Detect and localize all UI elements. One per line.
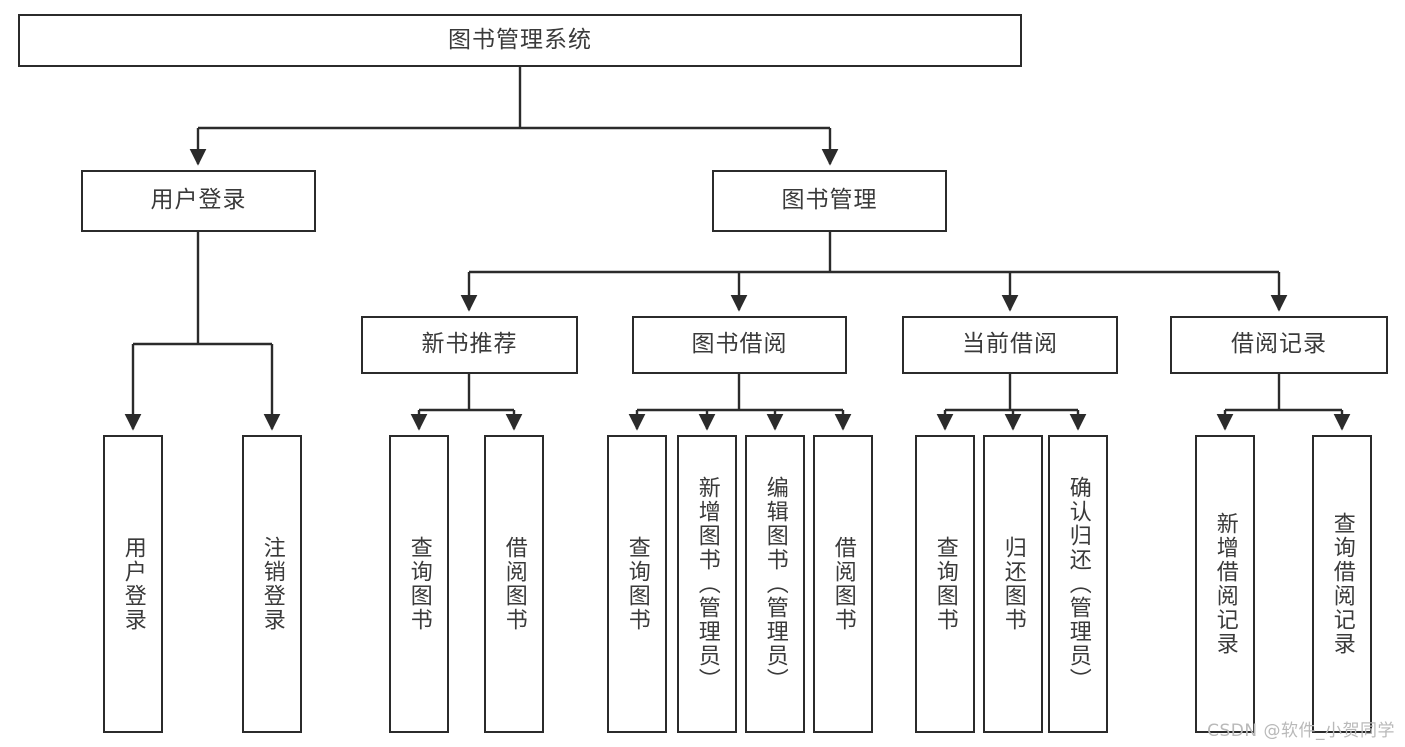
leaf-label: 归还图书: [1000, 536, 1026, 632]
node-new-book-recommend-label: 新书推荐: [421, 331, 518, 358]
leaf-add-book-admin[interactable]: 新增图书（管理员）: [677, 435, 737, 733]
leaf-label: 查询图书: [932, 536, 958, 632]
leaf-query-borrow-record[interactable]: 查询借阅记录: [1312, 435, 1372, 733]
leaf-label: 借阅图书: [830, 536, 856, 632]
leaf-borrow-book-new[interactable]: 借阅图书: [484, 435, 544, 733]
node-book-management[interactable]: 图书管理: [712, 170, 947, 232]
leaf-label: 新增图书（管理员）: [694, 476, 720, 692]
leaf-label: 新增借阅记录: [1212, 512, 1238, 656]
leaf-label: 编辑图书（管理员）: [762, 476, 788, 692]
leaf-edit-book-admin[interactable]: 编辑图书（管理员）: [745, 435, 805, 733]
leaf-label: 借阅图书: [501, 536, 527, 632]
leaf-label: 查询图书: [624, 536, 650, 632]
leaf-label: 用户登录: [120, 536, 146, 632]
leaf-user-login[interactable]: 用户登录: [103, 435, 163, 733]
leaf-add-borrow-record[interactable]: 新增借阅记录: [1195, 435, 1255, 733]
node-user-login[interactable]: 用户登录: [81, 170, 316, 232]
leaf-confirm-return-admin[interactable]: 确认归还（管理员）: [1048, 435, 1108, 733]
leaf-return-book[interactable]: 归还图书: [983, 435, 1043, 733]
node-current-borrow[interactable]: 当前借阅: [902, 316, 1118, 374]
node-borrow-record[interactable]: 借阅记录: [1170, 316, 1388, 374]
node-book-management-label: 图书管理: [781, 187, 878, 214]
leaf-logout-login[interactable]: 注销登录: [242, 435, 302, 733]
node-root-label: 图书管理系统: [448, 26, 592, 53]
node-borrow-record-label: 借阅记录: [1231, 331, 1327, 358]
leaf-label: 查询借阅记录: [1329, 512, 1355, 656]
csdn-watermark: CSDN @软件_小贺同学: [1207, 721, 1395, 741]
node-book-borrow[interactable]: 图书借阅: [632, 316, 847, 374]
node-user-login-label: 用户登录: [150, 187, 247, 214]
node-current-borrow-label: 当前借阅: [962, 331, 1058, 358]
leaf-label: 注销登录: [259, 536, 285, 632]
leaf-query-book-current[interactable]: 查询图书: [915, 435, 975, 733]
leaf-borrow-book[interactable]: 借阅图书: [813, 435, 873, 733]
leaf-query-book-new[interactable]: 查询图书: [389, 435, 449, 733]
node-book-borrow-label: 图书借阅: [691, 331, 788, 358]
leaf-label: 确认归还（管理员）: [1065, 476, 1091, 692]
leaf-label: 查询图书: [406, 536, 432, 632]
node-root[interactable]: 图书管理系统: [18, 14, 1022, 67]
leaf-query-book-borrow[interactable]: 查询图书: [607, 435, 667, 733]
node-new-book-recommend[interactable]: 新书推荐: [361, 316, 578, 374]
